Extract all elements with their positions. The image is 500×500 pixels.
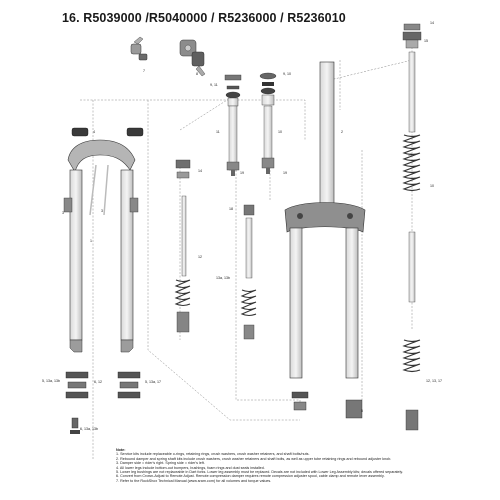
notes-heading: Note:: [116, 448, 126, 452]
damper-parts-14-18-12: [174, 159, 191, 333]
callout-9-11: 9, 11: [210, 83, 218, 87]
callout-11: 11: [216, 130, 220, 134]
callout-3-left: 3: [62, 211, 64, 215]
lower-leg-assembly-1: [63, 139, 139, 353]
note-line: 7. Refer to the RockShox Technical Manua…: [116, 478, 272, 483]
callout-13a-13b: 13a, 13b: [216, 276, 230, 280]
callout-19-left: 19: [240, 171, 244, 175]
callout-5: 5: [361, 409, 363, 413]
note-line: 4. All lower legs include bottom-out bum…: [116, 465, 265, 470]
damper-shaft-11: [226, 105, 240, 176]
dust-seals-4: [71, 127, 144, 137]
callout-18: 18: [229, 207, 233, 211]
spring-parts-13a-13b: [240, 204, 257, 340]
remote-adjuster-part-8: [179, 39, 206, 77]
callout-7: 7: [143, 69, 145, 73]
callout-9-10: 9, 10: [283, 72, 291, 76]
callout-4: 4: [93, 130, 95, 134]
callout-8: 8: [196, 72, 198, 76]
note-line: 3. Damper side = rider's right. Spring s…: [116, 461, 205, 466]
callout-5-13a-17: 5, 13a, 17: [145, 380, 161, 384]
callout-14-center: 14: [198, 169, 202, 173]
callout-10-upper: 10: [278, 130, 282, 134]
callout-12: 12: [198, 255, 202, 259]
crown-steerer-2: [284, 61, 366, 379]
diagram-title: 16. R5039000 /R5040000 / R5236000 / R523…: [62, 11, 346, 25]
top-cap-right: [259, 72, 277, 106]
callout-12-13-17: 12, 13, 17: [426, 379, 442, 383]
callout-15-right: 15: [408, 153, 412, 157]
callout-19-right: 19: [283, 171, 287, 175]
callout-3-right: 3: [101, 209, 103, 213]
notes-section: Note: 1. Service kits include replaceabl…: [116, 448, 496, 483]
top-cap-left: [224, 74, 242, 107]
spring-assembly-16: [402, 23, 422, 431]
bottom-hardware-5-6: [65, 371, 363, 434]
callout-labels: 14 15 7 8 9, 11 9, 10 4 2 11 10 10 15 14…: [42, 21, 442, 431]
callout-14: 14: [430, 21, 434, 25]
note-line: 2. Rebound damper and spring shaft kits …: [116, 456, 392, 461]
note-line: 1. Service kits include replaceable o-ri…: [116, 452, 310, 457]
remote-lever-part-7: [130, 36, 148, 61]
callout-1: 1: [90, 239, 92, 243]
callout-10-right: 10: [430, 184, 434, 188]
callout-5-13a-13b: 5, 13a, 13b: [42, 379, 60, 383]
callout-6-13a-13b: 6, 13a, 13b: [80, 427, 98, 431]
note-line: 5. Lower leg bushings are not replaceabl…: [116, 470, 404, 475]
note-line: 6. Convert from Crown-Adjust to Remote A…: [116, 474, 385, 479]
callout-6-12: 6, 12: [94, 380, 102, 384]
callout-15: 15: [424, 39, 428, 43]
callout-2: 2: [341, 130, 343, 134]
spring-shaft-10: [261, 105, 275, 174]
